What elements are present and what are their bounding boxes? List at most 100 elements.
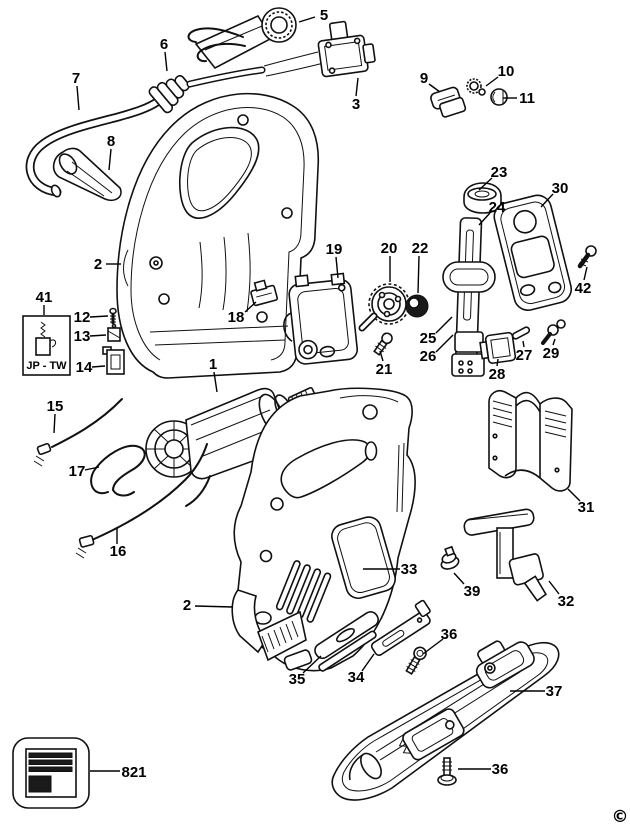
callout-36-38: 36	[441, 626, 458, 643]
part-12-screw-drawing	[109, 307, 117, 324]
callout-16-29: 16	[110, 543, 127, 560]
part-24-plunger-bar-drawing	[442, 217, 496, 377]
leader-line-18-15	[244, 301, 257, 313]
part-28-blade-clamp-drawing	[479, 331, 517, 364]
part-19-gearbox-drawing	[283, 272, 359, 365]
callout-34-37: 34	[348, 669, 365, 686]
copyright-mark: ©	[612, 807, 629, 827]
callout-8-3: 8	[107, 133, 115, 150]
part-34-plate-drawing	[370, 599, 431, 657]
part-41-brush-box-drawing: JP - TW	[22, 315, 71, 376]
leader-line-8-3	[108, 148, 112, 171]
part-36-screw-upper-drawing	[405, 646, 427, 675]
part-27-pin-drawing	[511, 326, 531, 340]
leader-line-28-20	[496, 358, 499, 367]
leader-line-34-37	[361, 653, 375, 672]
callout-10-6: 10	[498, 63, 515, 80]
part-37-shoe-drawing	[331, 640, 560, 801]
leader-line-21-16	[379, 350, 384, 362]
part-39-screw-drawing	[440, 545, 460, 570]
leader-line-42-11	[583, 266, 588, 281]
leader-line-7-2	[76, 85, 80, 111]
part-14-brush-holder-drawing	[102, 346, 125, 375]
part-22-bushing-drawing	[405, 294, 429, 318]
callout-13-24: 13	[74, 328, 91, 345]
leader-line-29-21	[552, 338, 556, 346]
callout-821-41: 821	[121, 764, 146, 781]
callout-9-5: 9	[420, 70, 428, 87]
leader-line-39-35	[453, 572, 465, 585]
leader-line-31-32	[567, 488, 581, 502]
callout-2-30: 2	[94, 256, 102, 273]
callout-27-19: 27	[516, 347, 533, 364]
part-8-grip-drawing	[52, 147, 122, 202]
callout-32-33: 32	[558, 593, 575, 610]
callout-5-0: 5	[320, 7, 328, 24]
callout-14-25: 14	[76, 359, 93, 376]
callout-42-11: 42	[575, 280, 592, 297]
callout-35-36: 35	[289, 671, 306, 688]
callout-26-18: 26	[420, 348, 437, 365]
callout-15-27: 15	[47, 398, 64, 415]
leader-line-30-9	[540, 193, 554, 208]
leader-line-13-24	[89, 334, 107, 337]
part-31-guard-drawing	[488, 389, 573, 492]
leader-line-15-27	[53, 413, 56, 434]
box41-label: JP - TW	[26, 360, 67, 372]
part-18-clamp-drawing	[250, 279, 279, 307]
part-36-screw-lower-drawing	[437, 757, 457, 786]
leader-line-36-38	[422, 638, 444, 655]
leader-line-22-14	[417, 255, 420, 294]
leader-line-9-5	[428, 83, 441, 93]
leader-line-23-8	[478, 177, 493, 191]
callout-11-7: 11	[519, 90, 535, 107]
part-16-wire-drawing	[75, 443, 208, 559]
leader-line-19-12	[335, 256, 339, 279]
part-2-upper-housing-drawing	[116, 92, 320, 379]
callout-24-10: 24	[489, 199, 506, 216]
callout-30-9: 30	[552, 180, 569, 197]
leader-line-32-33	[548, 580, 560, 595]
part-5-speed-dial-drawing	[187, 7, 297, 70]
part-21-screw-drawing	[373, 332, 393, 356]
cord-to-switch-drawing	[186, 51, 325, 88]
leader-line-26-18	[435, 334, 454, 353]
callout-18-15: 18	[228, 309, 245, 326]
callout-2-31: 2	[183, 597, 191, 614]
part-20-gear-drawing	[358, 283, 410, 332]
leader-line-25-17	[435, 316, 453, 334]
part-29-screws-drawing	[541, 319, 566, 345]
part-35-plate-drawing	[314, 611, 379, 672]
leader-line-17-28	[84, 466, 100, 471]
callout-22-14: 22	[412, 240, 429, 257]
part-32-bracket-drawing	[463, 508, 547, 602]
callout-19-12: 19	[326, 241, 343, 258]
callout-33-34: 33	[401, 561, 418, 578]
callout-28-20: 28	[489, 366, 506, 383]
callout-41-22: 41	[36, 289, 53, 306]
leader-line-5-0	[298, 16, 316, 23]
callout-25-17: 25	[420, 330, 437, 347]
part-23-cap-drawing	[463, 182, 502, 214]
callout-37-39: 37	[546, 683, 563, 700]
callout-17-28: 17	[69, 463, 86, 480]
callout-39-35: 39	[464, 583, 481, 600]
leader-line-14-25	[91, 365, 106, 368]
callout-12-23: 12	[74, 309, 91, 326]
callout-21-16: 21	[376, 361, 393, 378]
callout-7-2: 7	[72, 70, 80, 87]
part-9-drawing	[430, 86, 467, 118]
leader-line-27-19	[522, 340, 525, 348]
callout-1-26: 1	[209, 356, 217, 373]
callout-23-8: 23	[491, 164, 508, 181]
callout-29-21: 29	[543, 345, 560, 362]
callout-36-40: 36	[492, 761, 509, 778]
part-821-label-sticker-drawing	[12, 737, 90, 809]
part-6-cord-sleeve-drawing	[148, 74, 190, 114]
part-13-brush-drawing	[107, 323, 121, 342]
leader-line-24-10	[478, 212, 491, 226]
leader-line-6-1	[164, 51, 168, 72]
